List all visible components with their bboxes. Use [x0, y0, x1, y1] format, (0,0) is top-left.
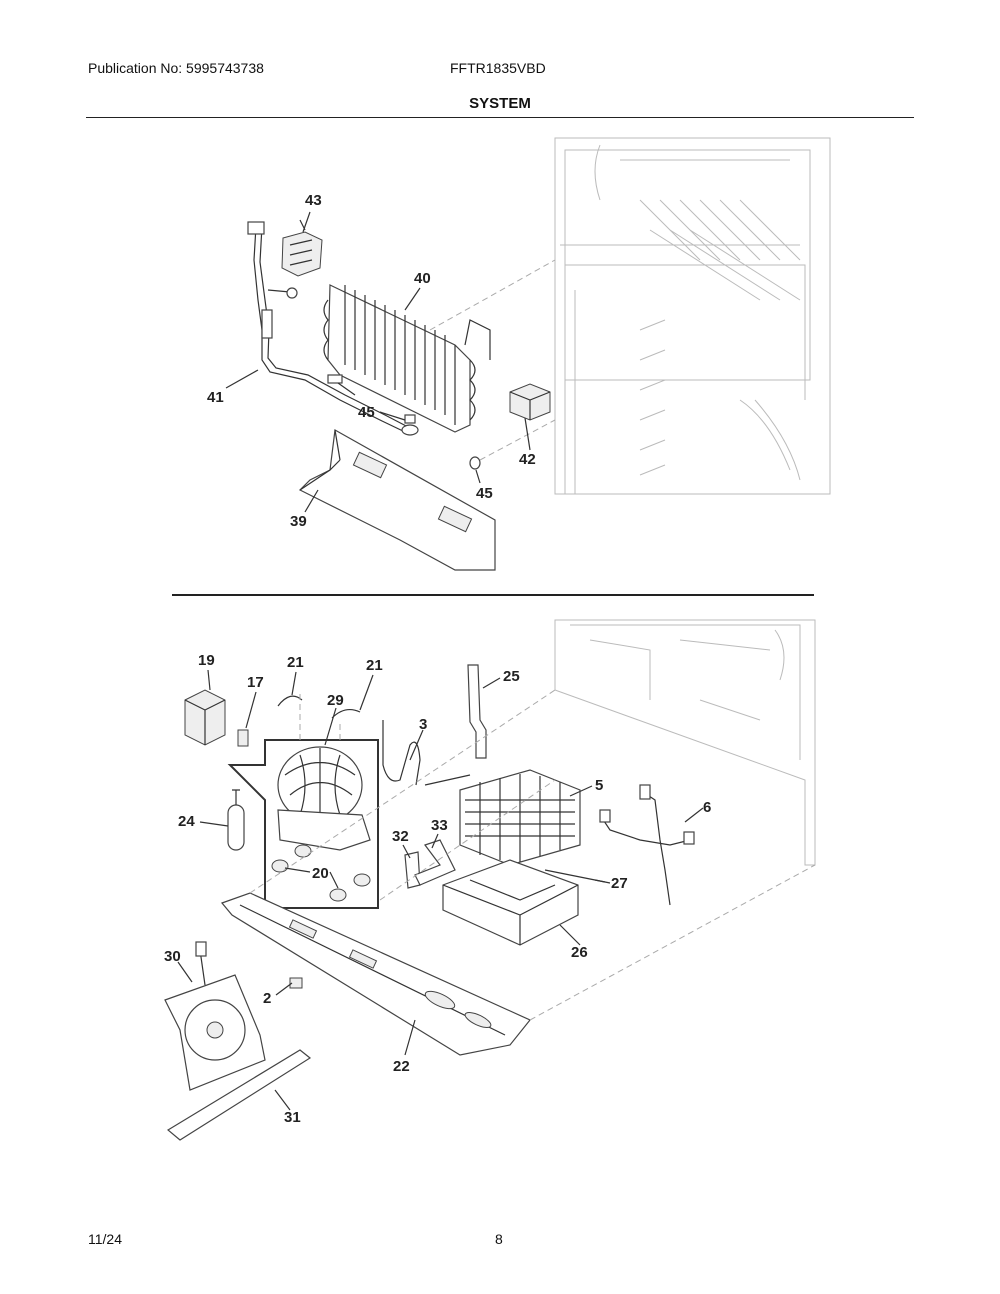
callout-3: 3: [419, 716, 427, 733]
part-42-relay: [509, 383, 551, 421]
callout-31: 31: [284, 1109, 301, 1126]
part-6-harness: [599, 784, 695, 906]
callout-42: 42: [519, 451, 536, 468]
part-17-overload: [237, 729, 249, 747]
footer-date: 11/24: [88, 1231, 122, 1247]
callout-22: 22: [393, 1058, 410, 1075]
cabinet-upper-outline: [554, 137, 831, 495]
part-31-rail: [166, 1049, 312, 1141]
callout-39: 39: [290, 513, 307, 530]
part-30-condenser-fan: [164, 941, 266, 1091]
callout-33: 33: [431, 817, 448, 834]
callout-17: 17: [247, 674, 264, 691]
callout-41: 41: [207, 389, 224, 406]
callout-6: 6: [703, 799, 711, 816]
part-25-drain-tube: [467, 664, 487, 759]
cabinet-lower-outline: [554, 619, 816, 866]
part-26-drain-pan: [442, 859, 579, 946]
callout-40: 40: [414, 270, 431, 287]
callout-2: 2: [263, 990, 271, 1007]
callout-5: 5: [595, 777, 603, 794]
part-32-bracket: [404, 851, 421, 889]
part-33-bracket: [414, 839, 456, 886]
part-39-cover: [298, 429, 496, 571]
callout-45: 45: [476, 485, 493, 502]
lower-guide-lines: [249, 689, 816, 1021]
callout-19: 19: [198, 652, 215, 669]
section-title: SYSTEM: [469, 95, 531, 112]
lower-leader-lines: [177, 669, 704, 1111]
callout-30: 30: [164, 948, 181, 965]
callout-32: 32: [392, 828, 409, 845]
callout-45: 45: [358, 404, 375, 421]
callout-21: 21: [287, 654, 304, 671]
callout-21: 21: [366, 657, 383, 674]
header-rule: [86, 117, 914, 118]
upper-leader-lines: [225, 211, 531, 513]
part-5-condenser: [424, 769, 581, 866]
callout-27: 27: [611, 875, 628, 892]
part-3-tubing: [382, 720, 421, 786]
part-40-evaporator: [323, 284, 491, 433]
page-number: 8: [495, 1231, 503, 1247]
part-21-clip: [331, 708, 361, 719]
part-24-drier: [227, 789, 245, 851]
guide-line: [429, 259, 556, 331]
part-43-fan-motor: [281, 219, 323, 277]
model-number: FFTR1835VBD: [450, 60, 546, 76]
callout-26: 26: [571, 944, 588, 961]
callout-20: 20: [312, 865, 329, 882]
part-41-harness: [247, 221, 419, 436]
publication-number: Publication No: 5995743738: [88, 60, 264, 76]
part-45-clips: [327, 374, 481, 470]
callout-24: 24: [178, 813, 195, 830]
callout-43: 43: [305, 192, 322, 209]
part-2-clip: [289, 977, 303, 989]
callout-29: 29: [327, 692, 344, 709]
part-29-compressor-box: [227, 739, 379, 909]
part-21-clip: [277, 695, 303, 707]
section-divider: [172, 594, 814, 596]
callout-25: 25: [503, 668, 520, 685]
guide-line: [479, 419, 556, 461]
part-19-start-relay: [184, 689, 226, 746]
